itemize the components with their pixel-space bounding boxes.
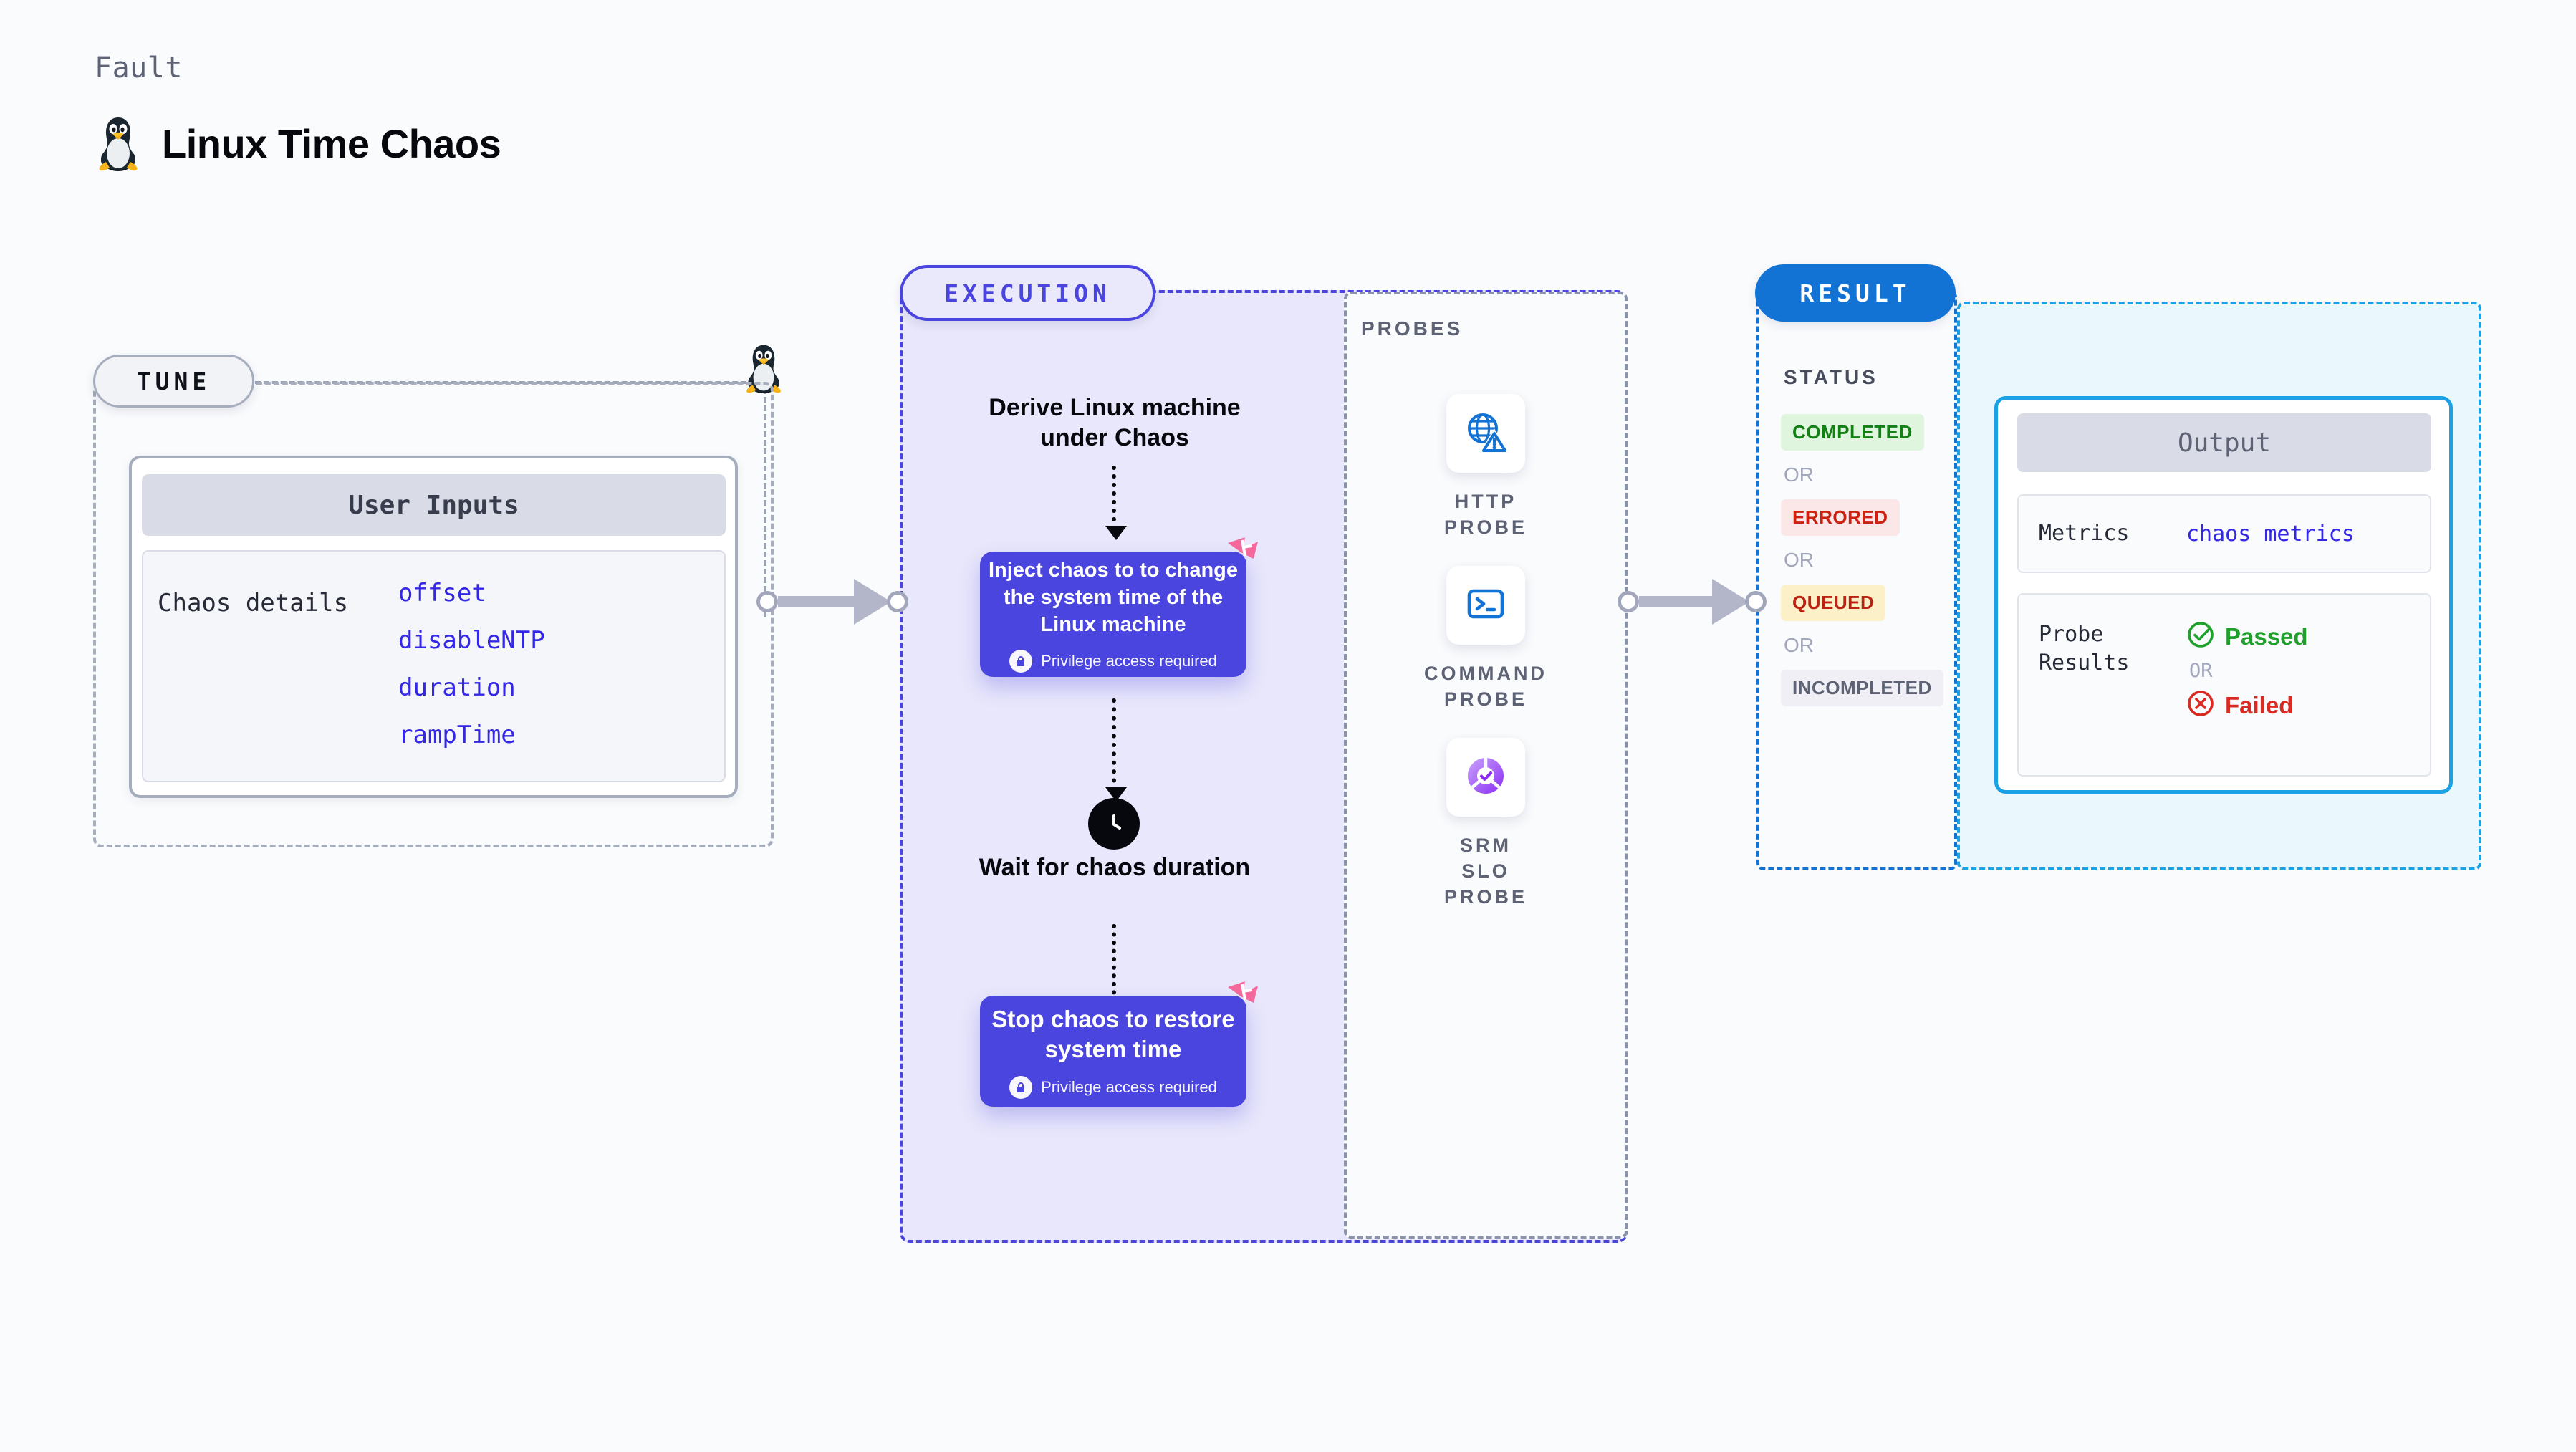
arrow-end-dot: [887, 591, 908, 612]
probes-label: PROBES: [1361, 317, 1464, 340]
tune-value-disablentp: disableNTP: [398, 626, 545, 655]
probe-label: SRM SLO PROBE: [1443, 835, 1528, 908]
flow-arrow-2: [1105, 698, 1127, 802]
status-badge-completed: COMPLETED: [1781, 414, 1924, 451]
clock-icon: [1088, 798, 1140, 850]
execution-step-title-derive: Derive Linux machine under Chaos: [989, 394, 1241, 451]
tune-connector-vertical: [764, 388, 766, 617]
tune-region: [93, 382, 774, 847]
output-probe-results-key: Probe Results: [2039, 620, 2186, 721]
status-or-2: OR: [1784, 549, 1814, 571]
status-or-3: OR: [1784, 634, 1814, 656]
page-title-row: Linux Time Chaos: [95, 115, 501, 172]
output-probe-results-row: Probe Results Passed OR: [2017, 593, 2431, 777]
probe-tile: [1446, 566, 1525, 645]
probe-command[interactable]: COMMAND PROBE: [1424, 566, 1544, 712]
output-probe-results-key-text: Probe Results: [2039, 622, 2130, 675]
status-badge-incompleted: INCOMPLETED: [1781, 670, 1943, 706]
arrow-shaft: [1639, 596, 1712, 607]
lock-icon: [1009, 649, 1033, 673]
tune-value-offset: offset: [398, 579, 486, 607]
execution-node-stop-text: Stop chaos to restore system time: [991, 1005, 1235, 1062]
arrow-execution-to-result: [1618, 579, 1767, 625]
probe-result-passed-text: Passed: [2225, 622, 2308, 650]
arrow-shaft: [778, 596, 854, 607]
check-circle-icon: [2186, 620, 2215, 653]
page-title: Linux Time Chaos: [162, 120, 501, 166]
output-metrics-key: Metrics: [2039, 521, 2130, 546]
tune-section-pill[interactable]: TUNE: [93, 355, 254, 408]
arrow-tune-to-execution: [756, 579, 908, 625]
privilege-required-note: Privilege access required: [1009, 649, 1217, 673]
status-or-1: OR: [1784, 463, 1814, 486]
privilege-required-text: Privilege access required: [1041, 651, 1217, 670]
linux-penguin-icon: [95, 115, 142, 172]
harness-logo-icon: [1221, 976, 1265, 1024]
probe-result-passed: Passed: [2186, 620, 2308, 653]
status-badge-errored: ERRORED: [1781, 499, 1900, 536]
lock-icon: [1009, 1075, 1033, 1099]
status-badge-list: COMPLETED OR ERRORED OR QUEUED OR INCOMP…: [1781, 414, 1943, 706]
output-metrics-row: Metrics chaos metrics: [2017, 494, 2431, 573]
probe-label: COMMAND PROBE: [1424, 663, 1547, 710]
chaos-details-key: Chaos details: [158, 589, 349, 617]
execution-node-stop[interactable]: Stop chaos to restore system time Privil…: [980, 981, 1258, 1107]
fault-eyebrow-label: Fault: [95, 52, 183, 85]
tune-value-duration: duration: [398, 673, 516, 702]
result-section-pill[interactable]: RESULT: [1755, 264, 1956, 322]
execution-node-inject-text: Inject chaos to to change the system tim…: [988, 558, 1239, 636]
probe-result-failed-text: Failed: [2225, 691, 2294, 718]
probe-result-failed: Failed: [2186, 689, 2308, 721]
probe-result-or: OR: [2189, 660, 2213, 682]
arrow-head: [1712, 579, 1749, 625]
privilege-required-text: Privilege access required: [1041, 1077, 1217, 1096]
execution-step-title-wait: Wait for chaos duration: [979, 854, 1251, 881]
tune-value-ramptime: rampTime: [398, 721, 516, 749]
probe-http[interactable]: HTTP PROBE: [1432, 394, 1539, 540]
output-card-title: Output: [2017, 413, 2431, 472]
probe-tile: [1446, 394, 1525, 473]
cross-circle-icon: [2186, 689, 2215, 721]
terminal-icon: [1465, 583, 1506, 628]
user-inputs-body: [142, 550, 726, 782]
privilege-required-note: Privilege access required: [1009, 1075, 1217, 1099]
arrow-end-dot: [1745, 591, 1767, 612]
probe-tile: [1446, 738, 1525, 817]
status-badge-queued: QUEUED: [1781, 585, 1886, 621]
execution-node-inject[interactable]: Inject chaos to to change the system tim…: [980, 537, 1258, 677]
chaos-details-values: offset disableNTP duration rampTime: [398, 577, 545, 751]
probe-label: HTTP PROBE: [1443, 491, 1528, 538]
arrow-start-dot: [756, 591, 778, 612]
flow-arrow-3: [1105, 924, 1127, 1013]
user-inputs-title: User Inputs: [142, 474, 726, 536]
slo-donut-check-icon: [1464, 754, 1508, 802]
globe-warning-icon: [1463, 409, 1510, 458]
flow-arrow-1: [1105, 466, 1127, 540]
probe-srm-slo[interactable]: SRM SLO PROBE: [1432, 738, 1539, 910]
execution-section-pill[interactable]: EXECUTION: [900, 265, 1155, 321]
status-label: STATUS: [1784, 366, 1878, 388]
output-metrics-value: chaos metrics: [2186, 521, 2355, 547]
harness-logo-icon: [1221, 532, 1265, 580]
output-probe-results-values: Passed OR Failed: [2186, 620, 2308, 721]
arrow-head: [854, 579, 891, 625]
arrow-start-dot: [1618, 591, 1639, 612]
